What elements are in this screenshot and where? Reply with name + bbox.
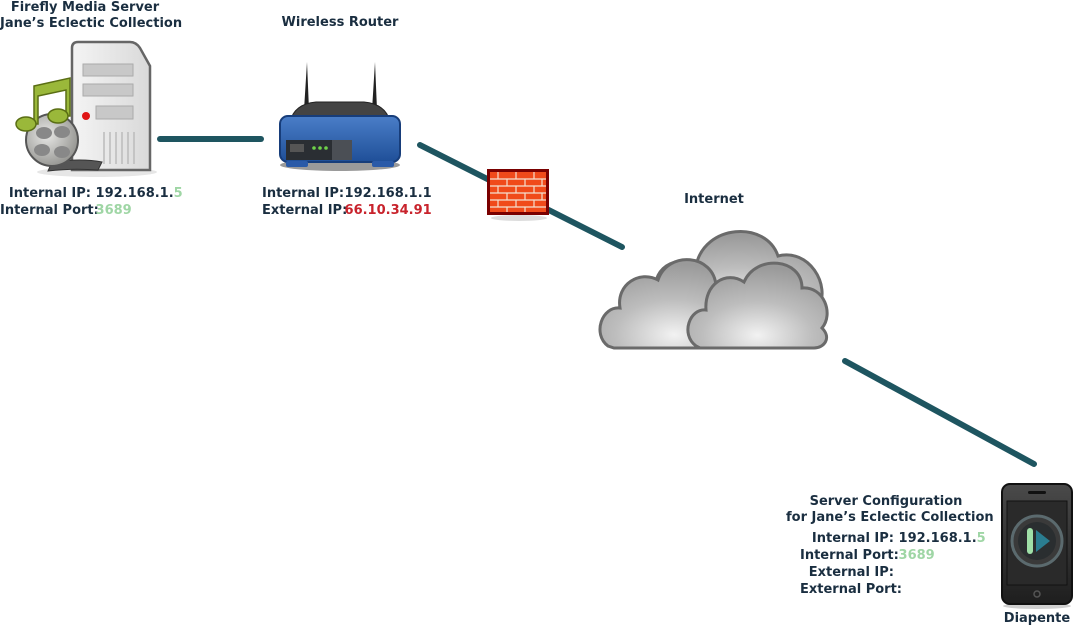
server-internal-port-label: Internal Port:	[0, 203, 99, 218]
cloud-icon[interactable]	[596, 214, 832, 352]
wireless-router-icon[interactable]	[276, 58, 404, 174]
router-info: Internal IP: 192.168.1.1 External IP: 66…	[262, 185, 432, 219]
server-title-line1: Firefly Media Server	[10, 0, 160, 15]
phone-config-info: Internal IP: 192.168.1.5 Internal Port: …	[800, 530, 986, 598]
server-title: Firefly Media Server Jane’s Eclectic Col…	[0, 0, 183, 32]
phone-external-ip-label: External IP:	[808, 565, 894, 580]
server-info: Internal IP: 192.168.1.5 Internal Port: …	[0, 185, 183, 219]
media-server-icon[interactable]	[12, 40, 157, 180]
firewall-icon[interactable]	[486, 168, 552, 222]
server-internal-ip-prefix: 192.168.1.	[95, 186, 174, 201]
phone-internal-port-label: Internal Port:	[800, 548, 899, 563]
smartphone-icon[interactable]	[1000, 482, 1074, 610]
router-internal-ip: 192.168.1.1	[344, 186, 432, 201]
router-title: Wireless Router	[281, 15, 399, 30]
server-internal-port: 3689	[95, 203, 132, 218]
router-external-ip-label: External IP:	[262, 203, 348, 218]
phone-config-title-line2: for Jane’s Eclectic Collection	[786, 510, 994, 525]
phone-internal-ip-prefix: 192.168.1.	[898, 531, 977, 546]
phone-title: Diapente	[1003, 611, 1071, 626]
router-internal-ip-label: Internal IP:	[262, 186, 345, 201]
phone-internal-port: 3689	[898, 548, 935, 563]
phone-config-title: Server Configuration for Jane’s Eclectic…	[786, 494, 994, 526]
server-title-line2: Jane’s Eclectic Collection	[0, 16, 183, 31]
link-internet-phone	[842, 358, 1037, 467]
server-internal-ip-suffix: 5	[173, 186, 183, 201]
phone-external-port-label: External Port:	[800, 582, 903, 597]
phone-internal-ip-label: Internal IP:	[811, 531, 894, 546]
internet-title: Internet	[684, 192, 744, 207]
server-internal-ip-label: Internal IP:	[8, 186, 91, 201]
phone-internal-ip-suffix: 5	[976, 531, 986, 546]
phone-config-title-line1: Server Configuration	[809, 494, 963, 509]
router-external-ip: 66.10.34.91	[344, 203, 432, 218]
